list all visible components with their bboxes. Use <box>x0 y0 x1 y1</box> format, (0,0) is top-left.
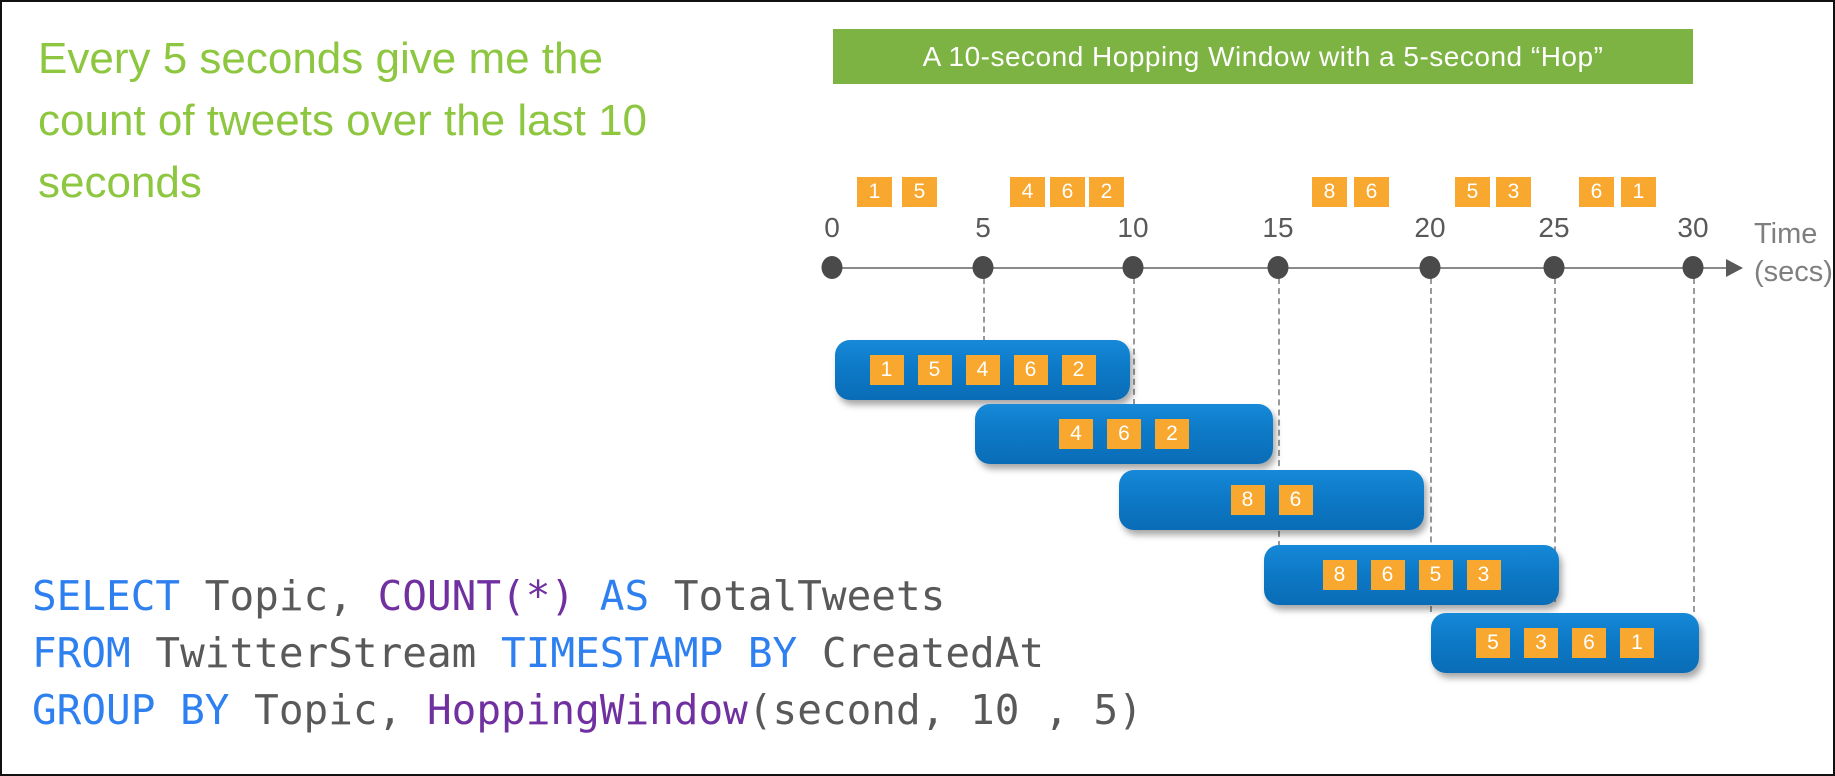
window-event-box: 3 <box>1524 628 1558 658</box>
axis-dot-25 <box>1543 256 1565 279</box>
event-marker: 8 <box>1312 177 1347 207</box>
tick-label-25: 25 <box>1538 212 1570 243</box>
sql-code-line: SELECT Topic, COUNT(*) AS TotalTweets <box>32 568 1143 625</box>
event-marker: 4 <box>1010 177 1045 207</box>
time-axis-label-line: (secs) <box>1754 256 1833 288</box>
tick-label-20: 20 <box>1414 212 1446 243</box>
window-event-box: 1 <box>1620 628 1654 658</box>
window-event-box: 2 <box>1155 419 1189 449</box>
tick-label-0: 0 <box>824 212 840 243</box>
hopping-window-banner: A 10-second Hopping Window with a 5-seco… <box>833 29 1693 84</box>
dashed-guide-line <box>1278 278 1280 547</box>
dashed-guide-line <box>983 278 985 342</box>
sql-code-segment: TotalTweets <box>673 572 946 620</box>
instruction-line: Every 5 seconds give me the <box>38 34 603 83</box>
window-event-box: 4 <box>965 355 1000 385</box>
tick-label-30: 30 <box>1677 212 1709 243</box>
dashed-guide-line <box>1133 278 1135 405</box>
sql-code-segment: AS <box>575 572 674 620</box>
event-marker: 6 <box>1354 177 1389 207</box>
sql-code-segment: TIMESTAMP BY <box>501 629 798 677</box>
sql-code-segment: COUNT(*) <box>377 572 576 620</box>
event-marker: 6 <box>1050 177 1085 207</box>
event-marker: 3 <box>1496 177 1531 207</box>
sql-code-segment: HoppingWindow <box>426 686 748 734</box>
dashed-guide-line <box>1693 278 1695 612</box>
axis-dot-30 <box>1682 256 1704 279</box>
window-event-box: 5 <box>917 355 952 385</box>
axis-dot-5 <box>972 256 994 279</box>
axis-dot-20 <box>1419 256 1441 279</box>
window-event-box: 6 <box>1370 560 1405 590</box>
sql-code-segment: GROUP BY <box>32 686 230 734</box>
sql-code-segment: SELECT <box>32 572 181 620</box>
dashed-guide-line <box>1430 278 1432 612</box>
window-event-box: 4 <box>1059 419 1093 449</box>
sql-code-segment: Topic, <box>180 572 378 620</box>
instruction-line: count of tweets over the last 10 <box>38 96 648 145</box>
sql-code-segment: FROM <box>32 629 131 677</box>
window-event-box: 8 <box>1322 560 1357 590</box>
dashed-guide-line <box>1554 278 1556 602</box>
sql-code-segment: Topic, <box>229 686 427 734</box>
tick-label-10: 10 <box>1117 212 1149 243</box>
event-marker: 1 <box>857 177 892 207</box>
instruction-text: Every 5 seconds give me the count of twe… <box>38 28 647 214</box>
event-marker: 5 <box>1455 177 1490 207</box>
axis-arrowhead-icon <box>1726 259 1743 277</box>
tick-label-15: 15 <box>1262 212 1294 243</box>
window-event-box: 6 <box>1107 419 1141 449</box>
window-event-box: 5 <box>1476 628 1510 658</box>
sql-code-line: FROM TwitterStream TIMESTAMP BY CreatedA… <box>32 625 1143 682</box>
time-axis-label: Time (secs) <box>1754 215 1833 291</box>
event-marker: 5 <box>902 177 937 207</box>
window-event-box: 3 <box>1466 560 1501 590</box>
window-event-box: 8 <box>1230 485 1265 515</box>
sql-code-segment: (second, 10 , 5) <box>747 686 1143 734</box>
time-axis-label-line: Time <box>1754 218 1818 250</box>
axis-dot-0 <box>821 256 843 279</box>
axis-dot-10 <box>1122 256 1144 279</box>
event-marker: 2 <box>1089 177 1124 207</box>
event-marker: 1 <box>1621 177 1656 207</box>
window-event-box: 6 <box>1278 485 1313 515</box>
window-event-box: 1 <box>869 355 904 385</box>
event-marker: 6 <box>1579 177 1614 207</box>
sql-code-segment: TwitterStream <box>130 629 502 677</box>
window-event-box: 6 <box>1572 628 1606 658</box>
window-event-box: 6 <box>1013 355 1048 385</box>
banner-label: A 10-second Hopping Window with a 5-seco… <box>922 40 1604 72</box>
sql-code-line: GROUP BY Topic, HoppingWindow(second, 10… <box>32 682 1143 739</box>
instruction-line: seconds <box>38 158 202 207</box>
tick-label-5: 5 <box>975 212 991 243</box>
axis-dot-15 <box>1267 256 1289 279</box>
window-event-box: 2 <box>1061 355 1096 385</box>
sql-code-segment: CreatedAt <box>797 629 1045 677</box>
window-event-box: 5 <box>1418 560 1453 590</box>
